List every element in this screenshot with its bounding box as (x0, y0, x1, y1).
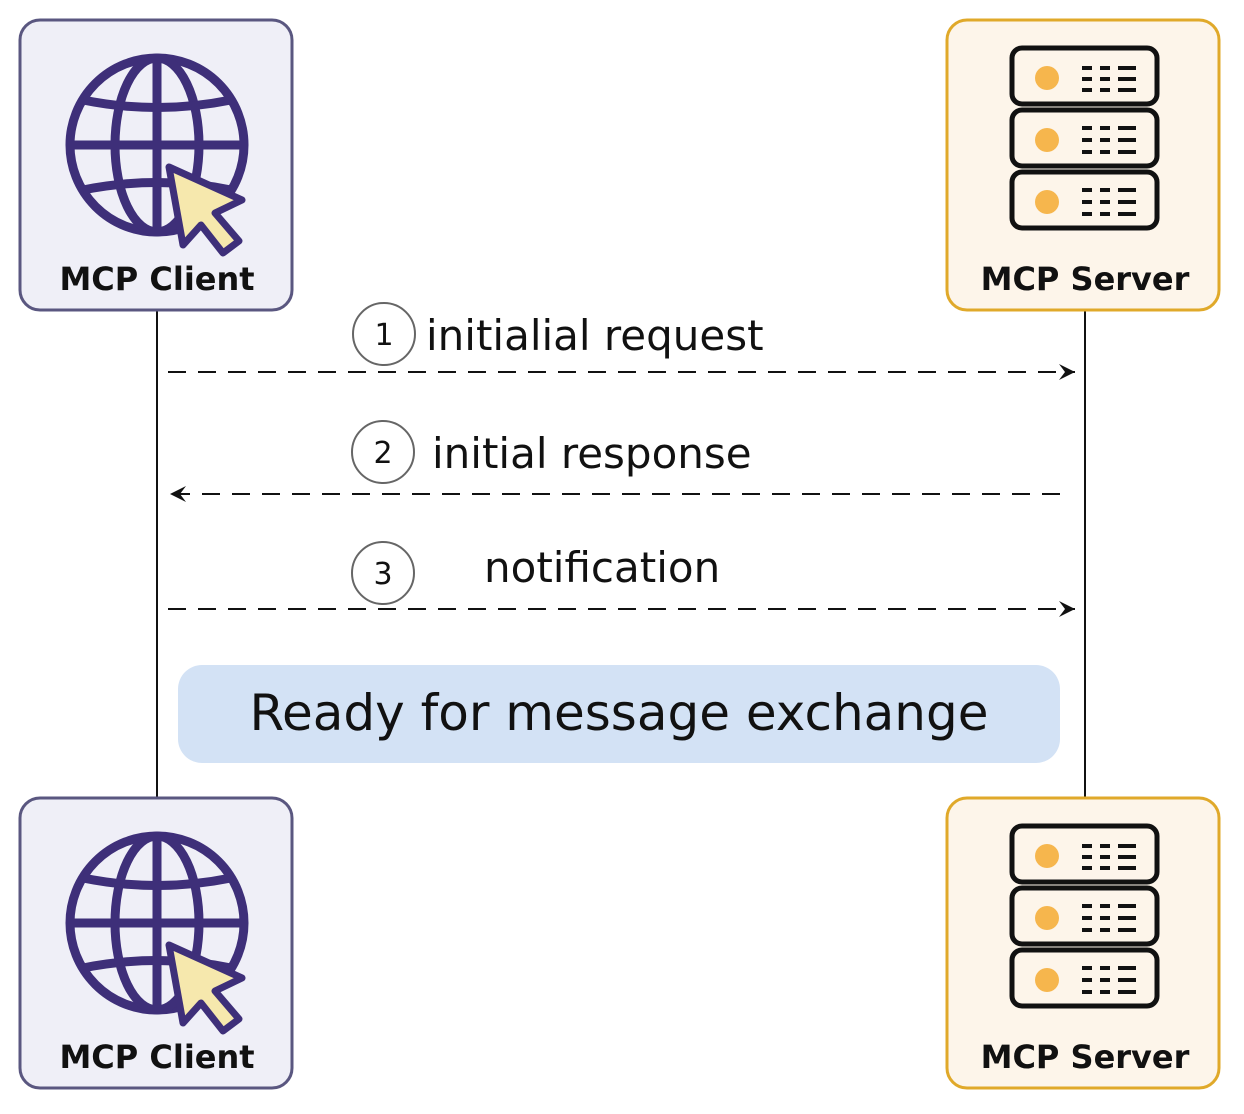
status-banner: Ready for message exchange (178, 665, 1060, 763)
server-box-bottom: MCP Server (945, 796, 1221, 1090)
server-box-top: MCP Server (945, 18, 1221, 312)
server-rack-icon (1009, 45, 1160, 231)
server-label-bottom: MCP Server (981, 1038, 1190, 1076)
step-number: 3 (373, 557, 392, 592)
step-badge (351, 420, 415, 484)
client-box-top: MCP Client (18, 18, 294, 312)
client-label-top: MCP Client (59, 260, 254, 298)
step-badge (351, 541, 415, 605)
client-label-bottom: MCP Client (59, 1038, 254, 1076)
message-2: 2 initial response (170, 420, 1060, 502)
message-3: 3 notification (168, 541, 1075, 617)
message-label: notification (484, 543, 720, 592)
step-badge (352, 302, 416, 366)
step-number: 2 (373, 436, 392, 471)
server-label-top: MCP Server (981, 260, 1190, 298)
status-banner-text: Ready for message exchange (250, 684, 989, 742)
message-1: 1 initialial request (168, 302, 1075, 380)
client-box-bottom: MCP Client (18, 796, 294, 1090)
message-label: initialial request (426, 311, 764, 360)
globe-cursor-icon (65, 53, 249, 257)
step-number: 1 (374, 318, 393, 353)
server-rack-icon (1009, 823, 1160, 1009)
globe-cursor-icon (65, 831, 249, 1035)
status-banner-background (178, 665, 1060, 763)
message-label: initial response (432, 429, 752, 478)
